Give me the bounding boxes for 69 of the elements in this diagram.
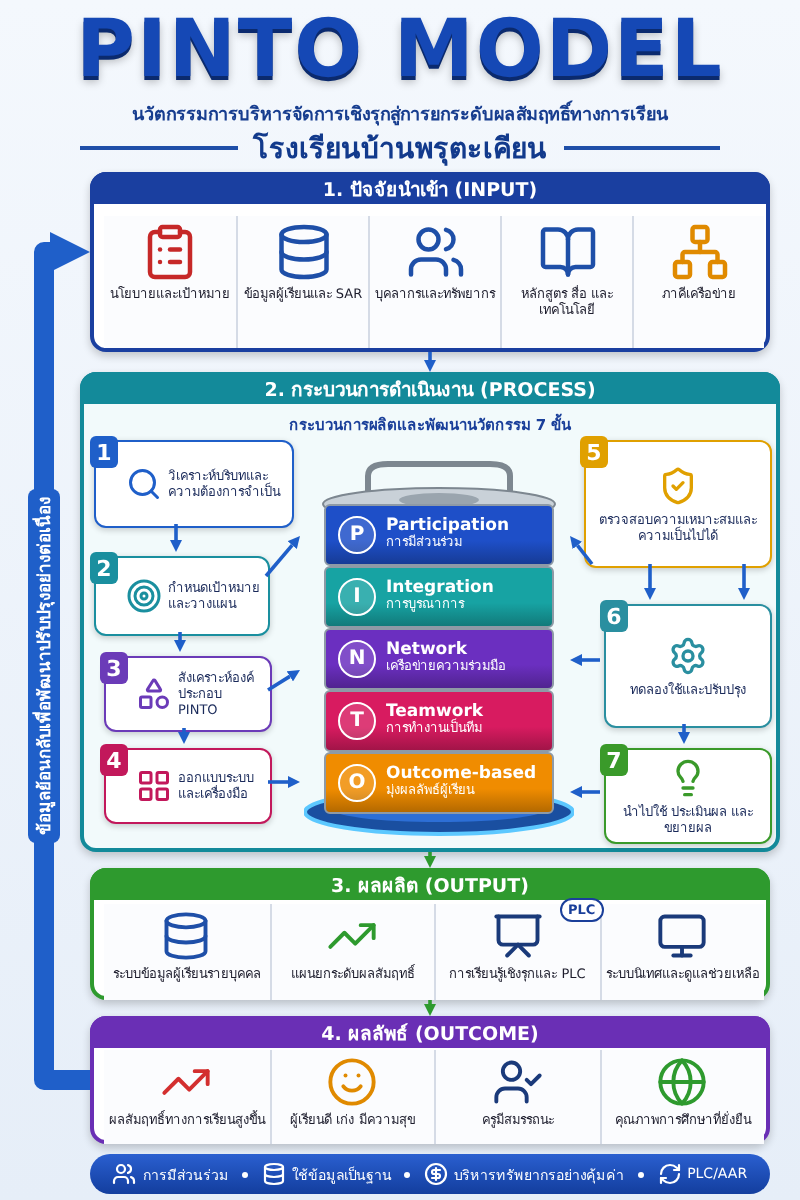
item-card: [599, 904, 764, 1000]
layer-band: [324, 504, 554, 566]
item-card: [269, 1050, 434, 1144]
arrow: [738, 564, 750, 600]
arrow: [424, 1000, 436, 1016]
section-panel: [90, 1016, 770, 1144]
subtitle: นวัตกรรมการบริหารจัดการเชิงรุกสู่การยกระดับผลสัมฤทธิ์ทางการเรียน: [20, 100, 780, 128]
layer-title: Network: [386, 641, 467, 660]
step-number: 7: [600, 744, 628, 776]
arrow: [268, 776, 300, 788]
step-number: 5: [580, 436, 608, 468]
item-card: [104, 904, 269, 1000]
step-box: [604, 748, 772, 844]
layer-title: Outcome-based: [386, 765, 537, 784]
item-card: [434, 1050, 599, 1144]
layer-band: [324, 566, 554, 628]
item-card: [599, 1050, 764, 1144]
item-card: [104, 1050, 269, 1144]
school-name: โรงเรียนบ้านพรุตะเคียน: [253, 130, 547, 170]
arrow: [678, 724, 690, 744]
step-box: [104, 748, 272, 824]
item-card: [500, 216, 632, 348]
step-box: [604, 604, 772, 728]
layer-band: [324, 690, 554, 752]
arrow: [570, 654, 600, 666]
letter-badge: T: [338, 702, 376, 740]
step-box: [104, 656, 272, 732]
step-number: 1: [90, 436, 118, 468]
arrow: [644, 564, 656, 600]
arrow: [570, 786, 600, 798]
section-panel: [90, 868, 770, 1000]
step-box: [584, 440, 772, 568]
arrow: [424, 852, 436, 868]
arrow: [178, 728, 190, 744]
step-number: 3: [100, 652, 128, 684]
layer-band: [324, 752, 554, 814]
layer-band: [324, 628, 554, 690]
item-card: [236, 216, 368, 348]
layer-title: Integration: [386, 579, 494, 599]
section-header: 2. กระบวนการดำเนินงาน (PROCESS): [80, 372, 780, 404]
arrow: [267, 670, 300, 692]
arrow: [570, 536, 594, 566]
section-header: 3. ผลผลิต (OUTPUT): [90, 868, 770, 900]
arrow: [170, 524, 182, 552]
step-number: 4: [100, 744, 128, 776]
arrow: [424, 352, 436, 372]
item-card: [269, 904, 434, 1000]
section-header: 1. ปัจจัยนำเข้า (INPUT): [90, 172, 770, 204]
edge-label: ข้อมูลย้อนกลับเพื่อพัฒนาปรับปรุงอย่างต่อเนื่อง: [28, 489, 60, 843]
letter-badge: O: [338, 764, 376, 802]
section-header: 4. ผลลัพธ์ (OUTCOME): [90, 1016, 770, 1048]
letter-badge: P: [338, 516, 376, 554]
item-card: [368, 216, 500, 348]
step-box: [94, 556, 270, 636]
step-number: 2: [90, 552, 118, 584]
title: PINTO MODEL: [74, 4, 726, 96]
letter-badge: I: [338, 578, 376, 616]
item-card: [434, 904, 599, 1000]
item-card: [104, 216, 236, 348]
layer-title: Participation: [386, 517, 510, 536]
letter-badge: N: [338, 640, 376, 678]
step-number: 6: [600, 600, 628, 632]
step-box: [94, 440, 294, 528]
section-panel: [80, 372, 780, 852]
cylinder-stack: [304, 456, 574, 836]
arrow: [174, 632, 186, 652]
arrow: [264, 536, 300, 578]
item-card: [632, 216, 764, 348]
section-panel: [90, 172, 770, 352]
